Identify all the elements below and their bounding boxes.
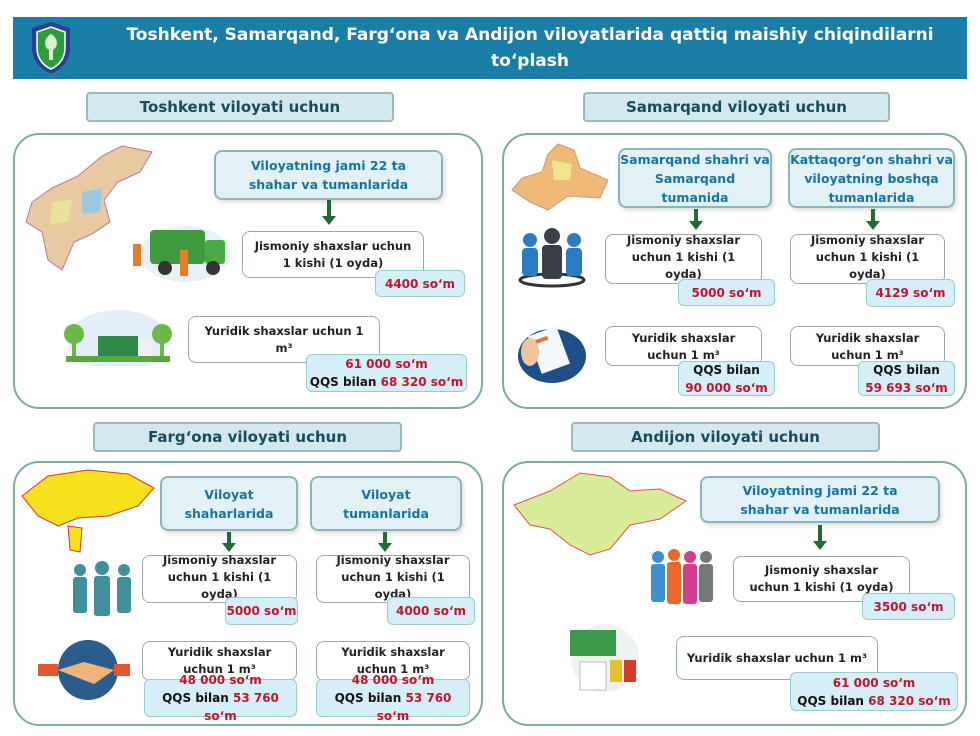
fargona-col1-legal: Yuridik shaxslar uchun 1 m³: [142, 641, 297, 681]
legal-price-vat: 59 693 so‘m: [865, 380, 948, 395]
samarqand-col1-legal: Yuridik shaxslar uchun 1 m³: [605, 326, 762, 366]
arrow-down-icon: [222, 532, 236, 552]
samarqand-col2-legal: Yuridik shaxslar uchun 1 m³: [790, 326, 945, 366]
vat-label: QQS bilan: [797, 693, 864, 708]
legal-price-vat-line: QQS bilan 68 320 so‘m: [310, 373, 463, 391]
toshkent-legal-price: 61 000 so‘m QQS bilan 68 320 so‘m: [306, 354, 467, 392]
legal-price-vat-line: QQS bilan 53 760 so‘m: [145, 689, 296, 725]
document-signing-icon: [518, 326, 586, 383]
arrow-down-icon: [813, 525, 827, 550]
handshake-icon: [38, 640, 130, 700]
samarqand-map-icon: [511, 143, 609, 211]
fargona-col1-individual-price: 5000 so‘m: [225, 597, 298, 625]
colorful-people-icon: [651, 549, 713, 604]
legal-price-vat: 53 760 so‘m: [376, 691, 452, 723]
eco-truck-city-icon: [64, 310, 172, 366]
samarqand-col1-individual: Jismoniy shaxslar uchun 1 kishi (1 oyda): [605, 233, 762, 284]
legal-price-vat: 53 760 so‘m: [204, 691, 279, 723]
toshkent-map-icon: [25, 145, 153, 271]
arrow-down-icon: [322, 200, 336, 225]
samarqand-col1-location: Samarqand shahri va Samarqand tumanida: [618, 148, 772, 208]
page-header: Toshkent, Samarqand, Farg‘ona va Andijon…: [13, 17, 967, 97]
shield-logo-icon: [32, 22, 70, 74]
toshkent-individual-price: 4400 so‘m: [375, 270, 465, 297]
legal-price-vat: 90 000 so‘m: [685, 380, 768, 395]
fargona-map-icon: [21, 469, 155, 553]
garbage-truck-icon: [133, 226, 230, 282]
andijon-individual-price: 3500 so‘m: [862, 593, 955, 620]
arrow-down-icon: [866, 209, 880, 230]
samarqand-col2-location: Kattaqorg‘on shahri va viloyatning boshq…: [788, 148, 955, 208]
fargona-col2-legal: Yuridik shaxslar uchun 1 m³: [316, 641, 470, 681]
people-group-icon: [518, 228, 586, 288]
crowd-icon: [73, 561, 131, 616]
legal-price-vat: 68 320 so‘m: [868, 693, 951, 708]
arrow-down-icon: [689, 209, 703, 230]
header-line-1: Toshkent, Samarqand, Farg‘ona va Andijon…: [126, 25, 934, 71]
fargona-col2-individual-price: 4000 so‘m: [387, 597, 475, 625]
fargona-col2-individual: Jismoniy shaxslar uchun 1 kishi (1 oyda): [316, 553, 470, 603]
samarqand-col2-individual-price: 4129 so‘m: [866, 279, 955, 307]
vat-label: QQS bilan: [693, 362, 760, 377]
vat-label: QQS bilan: [309, 375, 377, 389]
toshkent-individual-box: Jismoniy shaxslar uchun 1 kishi (1 oyda): [242, 231, 424, 278]
vat-label: QQS bilan: [334, 691, 402, 705]
fargona-col1-legal-price: 48 000 so‘m QQS bilan 53 760 so‘m: [144, 673, 297, 723]
samarqand-col1-legal-price: QQS bilan 90 000 so‘m: [678, 361, 775, 396]
arrow-down-icon: [378, 532, 392, 552]
legal-price: 61 000 so‘m: [345, 357, 428, 371]
samarqand-col1-individual-price: 5000 so‘m: [678, 279, 775, 306]
andijon-location-box: Viloyatning jami 22 ta shahar va tumanla…: [700, 476, 940, 523]
andijon-title: Andijon viloyati uchun: [571, 422, 880, 452]
fargona-col2-location: Viloyat tumanlarida: [310, 476, 462, 531]
andijon-map-icon: [513, 472, 688, 556]
fargona-col1-individual: Jismoniy shaxslar uchun 1 kishi (1 oyda): [142, 553, 297, 603]
fargona-title: Farg‘ona viloyati uchun: [93, 422, 402, 452]
legal-price: 48 000 so‘m: [351, 673, 435, 687]
toshkent-title: Toshkent viloyati uchun: [86, 92, 394, 122]
legal-price-vat-line: QQS bilan 53 760 so‘m: [317, 689, 469, 725]
vat-label: QQS bilan: [873, 362, 940, 377]
toshkent-location-box: Viloyatning jami 22 ta shahar va tumanla…: [214, 150, 443, 200]
samarqand-col2-legal-price: QQS bilan 59 693 so‘m: [858, 361, 955, 396]
fargona-col2-legal-price: 48 000 so‘m QQS bilan 53 760 so‘m: [316, 673, 470, 723]
legal-price: 61 000 so‘m: [832, 675, 916, 690]
legal-price-vat-line: QQS bilan 68 320 so‘m: [797, 692, 950, 710]
vat-label: QQS bilan: [162, 691, 229, 705]
legal-price-vat: 68 320 so‘m: [380, 375, 464, 389]
samarqand-title: Samarqand viloyati uchun: [583, 92, 890, 122]
samarqand-col2-individual: Jismoniy shaxslar uchun 1 kishi (1 oyda): [790, 233, 945, 284]
fargona-col1-location: Viloyat shaharlarida: [160, 476, 298, 531]
legal-price: 48 000 so‘m: [179, 673, 262, 687]
andijon-legal-price: 61 000 so‘m QQS bilan 68 320 so‘m: [790, 672, 958, 711]
waste-bins-icon: [570, 624, 639, 692]
